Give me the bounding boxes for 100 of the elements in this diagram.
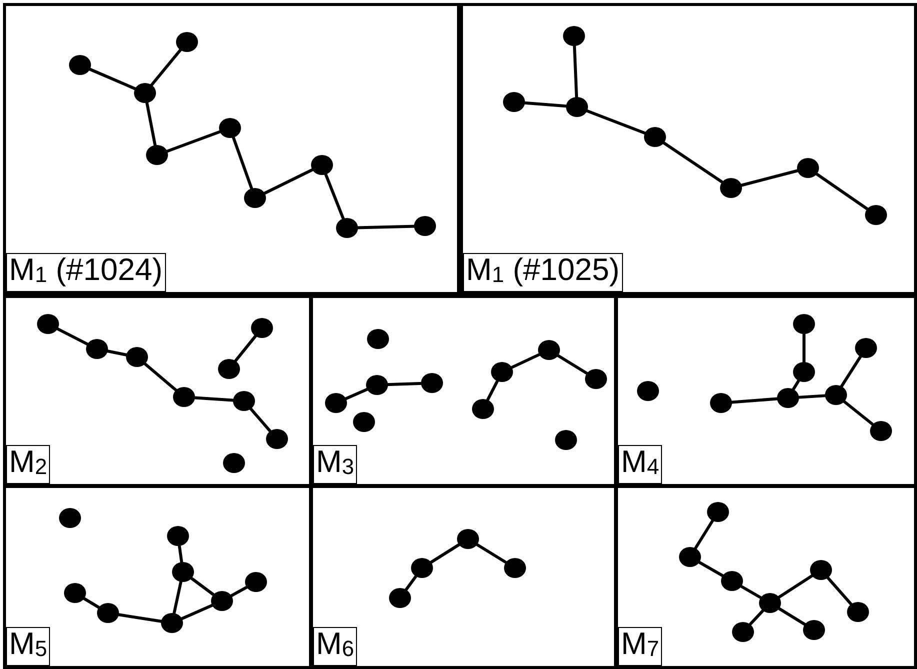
panel-label: M$_{4}$	[618, 445, 662, 484]
graph-vertex	[491, 362, 513, 382]
connector-line	[486, 379, 500, 402]
connector-line	[840, 354, 862, 388]
connector-line	[172, 580, 183, 615]
graph-vertex	[219, 118, 241, 138]
connector-line	[106, 349, 128, 357]
graph-vertex	[555, 430, 577, 450]
connector-line	[474, 542, 508, 565]
graph-vertex	[126, 347, 148, 367]
connector-line	[192, 396, 236, 402]
graph-vertex	[793, 314, 815, 334]
graph-vertex	[64, 583, 86, 603]
connector-line	[842, 399, 875, 427]
graph-vertex	[777, 388, 799, 408]
connector-line	[814, 172, 870, 212]
panel-label: M$_{6}$	[313, 627, 358, 666]
connector-line	[145, 102, 157, 146]
graph-panel	[3, 295, 312, 487]
graph-vertex	[311, 155, 333, 175]
graph-vertex	[637, 381, 659, 401]
graph-vertex	[720, 178, 742, 198]
connector-line	[248, 406, 272, 434]
connector-line	[522, 101, 568, 108]
graph-vertex	[59, 508, 81, 528]
graph-panel	[615, 485, 917, 669]
graph-vertex	[176, 32, 198, 52]
connector-line	[233, 334, 258, 363]
graph-vertex	[855, 338, 877, 358]
graph-vertex	[847, 602, 869, 622]
graph-panel	[310, 485, 617, 669]
graph-vertex	[865, 205, 887, 225]
connector-line	[180, 603, 214, 621]
connector-line	[178, 544, 184, 564]
graph-vertex	[336, 218, 358, 238]
graph-vertex	[710, 393, 732, 413]
graph-vertex	[707, 502, 729, 522]
graph-panel	[310, 295, 617, 487]
graph-vertex	[803, 620, 825, 640]
connector-line	[791, 378, 801, 392]
panel-label: M$_{7}$	[618, 627, 662, 666]
connector-line	[662, 140, 724, 184]
connector-line	[697, 560, 725, 578]
graph-vertex	[644, 127, 666, 147]
graph-vertex	[353, 412, 375, 432]
connector-line	[88, 67, 138, 91]
graph-vertex	[325, 393, 347, 413]
connector-line	[232, 136, 254, 190]
graph-vertex	[421, 373, 443, 393]
graph-vertex	[721, 571, 743, 591]
connector-line	[739, 584, 763, 600]
graph-vertex	[266, 429, 288, 449]
connector-line	[142, 362, 178, 392]
connector-line	[344, 387, 370, 401]
graph-vertex	[503, 92, 525, 112]
connector-line	[572, 44, 578, 98]
connector-line	[428, 542, 462, 564]
graph-vertex	[732, 622, 754, 642]
connector-line	[556, 353, 590, 376]
graph-vertex	[870, 421, 892, 441]
graph-panel	[615, 295, 917, 487]
graph-vertex	[411, 558, 433, 578]
panel-label: M$_{3}$	[313, 445, 358, 484]
connector-line	[324, 172, 346, 220]
graph-panel	[3, 485, 312, 669]
connector-line	[802, 333, 806, 363]
connector-line	[116, 612, 164, 624]
graph-vertex	[797, 158, 819, 178]
graph-panel	[460, 3, 917, 295]
graph-vertex	[211, 591, 233, 611]
connector-line	[356, 224, 416, 230]
graph-vertex	[233, 391, 255, 411]
graph-vertex	[810, 560, 832, 580]
connector-line	[404, 574, 418, 592]
connector-line	[730, 397, 780, 404]
graph-panel	[3, 3, 460, 295]
connector-line	[82, 596, 102, 610]
graph-vertex	[679, 547, 701, 567]
graph-vertex	[218, 359, 240, 379]
connector-line	[164, 130, 222, 154]
graph-vertex	[223, 453, 245, 473]
graph-vertex	[793, 362, 815, 382]
graph-vertex	[566, 97, 588, 117]
graph-vertex	[389, 588, 411, 608]
graph-vertex	[759, 593, 781, 613]
connector-line	[796, 394, 828, 399]
connector-line	[748, 608, 765, 626]
graph-vertex	[172, 562, 194, 582]
connector-line	[229, 585, 249, 598]
graph-vertex	[251, 318, 273, 338]
graph-vertex	[37, 314, 59, 334]
connector-line	[150, 48, 182, 87]
connector-line	[55, 326, 90, 346]
graph-vertex	[825, 385, 847, 405]
graph-vertex	[366, 375, 388, 395]
graph-vertex	[161, 613, 183, 633]
connector-line	[386, 382, 424, 386]
graph-vertex	[97, 603, 119, 623]
graph-vertex	[457, 529, 479, 549]
graph-vertex	[173, 387, 195, 407]
